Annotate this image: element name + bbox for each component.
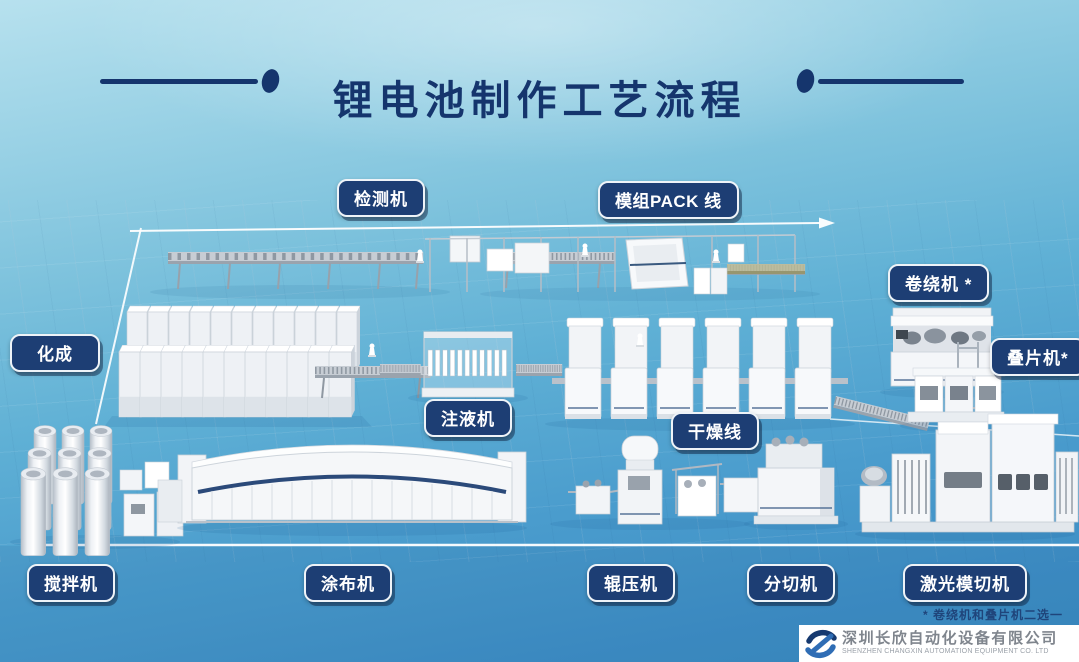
formation-cabinets <box>104 305 431 427</box>
label-module-pack-line: 模组PACK 线 <box>598 181 739 219</box>
slitting-machine <box>744 435 848 530</box>
company-name-cn: 深圳长欣自动化设备有限公司 <box>842 630 1058 648</box>
coating-machine <box>157 444 527 536</box>
electrolyte-injection-machine <box>380 331 562 404</box>
label-slitting-machine: 分切机 <box>747 564 835 602</box>
label-drying-line: 干燥线 <box>671 412 759 450</box>
mixing-tanks <box>10 425 184 557</box>
inspection-conveyor-machines <box>150 235 616 299</box>
label-stacking-machine: 叠片机* <box>990 338 1079 376</box>
laser-die-cutting-machine <box>855 413 1079 541</box>
label-coating-machine: 涂布机 <box>304 564 392 602</box>
footnote-note: * 卷绕机和叠片机二选一 <box>922 608 1063 622</box>
roll-press-machines <box>550 435 759 530</box>
title-left-line <box>100 79 258 84</box>
label-winding-machine: 卷绕机 * <box>888 264 990 302</box>
label-injection-machine: 注液机 <box>424 399 512 437</box>
company-bar: 深圳长欣自动化设备有限公司 SHENZHEN CHANGXIN AUTOMATI… <box>799 625 1079 662</box>
label-inspection-machine: 检测机 <box>337 179 425 217</box>
title-right-line <box>818 79 964 84</box>
flow-arrow <box>129 217 835 232</box>
company-name-en: SHENZHEN CHANGXIN AUTOMATION EQUIPMENT C… <box>842 648 1049 656</box>
page-title: 锂电池制作工艺流程 <box>332 78 747 123</box>
changxin-logo-icon <box>805 629 837 658</box>
label-formation: 化成 <box>10 334 100 372</box>
label-roll-press-machine: 辊压机 <box>587 564 675 602</box>
label-laser-die-cut-machine: 激光模切机 <box>903 564 1027 602</box>
label-mixing-machine: 搅拌机 <box>27 564 115 602</box>
module-pack-line-machines <box>424 234 820 301</box>
